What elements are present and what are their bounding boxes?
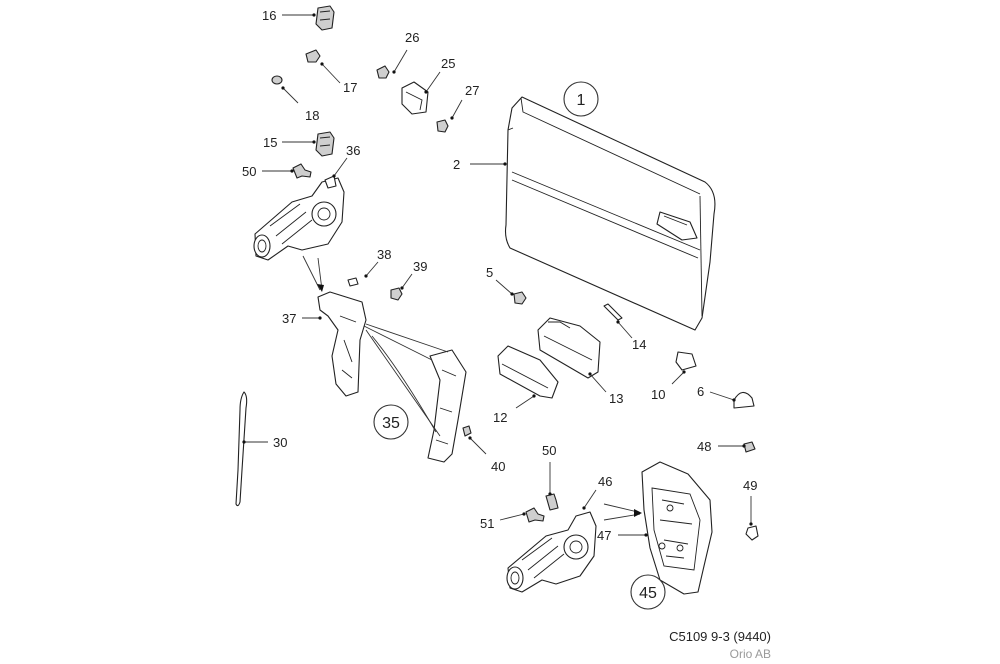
part-5-nut <box>513 291 527 305</box>
callout-25: 25 <box>441 56 455 71</box>
circled-ref-45: 45 <box>630 574 666 610</box>
leader-lines <box>242 13 753 537</box>
part-27-nut <box>436 119 449 133</box>
callout-50-upper: 50 <box>242 164 256 179</box>
callout-16: 16 <box>262 8 276 23</box>
callout-18: 18 <box>305 108 319 123</box>
part-25-bracket <box>401 81 429 115</box>
part-50-bolt-top <box>292 163 312 179</box>
part-26-bolt <box>376 65 390 79</box>
callout-30: 30 <box>273 435 287 450</box>
callout-40: 40 <box>491 459 505 474</box>
circled-ref-1-label: 1 <box>577 92 586 109</box>
diagram-code: C5109 9-3 (9440) <box>669 629 771 644</box>
callout-38: 38 <box>377 247 391 262</box>
callout-10: 10 <box>651 387 665 402</box>
callout-37: 37 <box>282 311 296 326</box>
callout-51: 51 <box>480 516 494 531</box>
window-motor-lower <box>506 493 597 593</box>
circled-ref-35: 35 <box>373 404 409 440</box>
callout-39: 39 <box>413 259 427 274</box>
part-17-screw <box>305 49 321 63</box>
callout-13: 13 <box>609 391 623 406</box>
callout-5: 5 <box>486 265 493 280</box>
callout-49: 49 <box>743 478 757 493</box>
door-module-45 <box>641 461 713 595</box>
callout-27: 27 <box>465 83 479 98</box>
callout-48: 48 <box>697 439 711 454</box>
part-14-pin <box>603 303 623 321</box>
callout-labels: 16 26 25 17 27 18 15 36 50 2 38 39 5 37 … <box>242 8 757 543</box>
circled-ref-1: 1 <box>563 81 599 117</box>
callout-46: 46 <box>598 474 612 489</box>
callout-17: 17 <box>343 80 357 95</box>
callout-12: 12 <box>493 410 507 425</box>
callout-14: 14 <box>632 337 646 352</box>
door-panel <box>504 96 716 331</box>
callout-15: 15 <box>263 135 277 150</box>
part-49-clip <box>745 525 759 541</box>
part-48-nut <box>743 441 756 453</box>
callout-50-lower: 50 <box>542 443 556 458</box>
window-regulator <box>317 277 472 463</box>
copyright-owner: Orio AB <box>729 647 771 661</box>
circled-ref-35-label: 35 <box>382 415 400 432</box>
callout-6: 6 <box>697 384 704 399</box>
callout-26: 26 <box>405 30 419 45</box>
circled-ref-45-label: 45 <box>639 585 657 602</box>
part-18-nut <box>271 75 283 85</box>
part-15-clip <box>315 131 335 157</box>
callout-36: 36 <box>346 143 360 158</box>
window-guide-rail-30 <box>235 391 248 507</box>
part-13-armrest <box>537 317 601 379</box>
part-12-trim <box>497 345 559 399</box>
part-10-clip <box>675 351 697 371</box>
callout-47: 47 <box>597 528 611 543</box>
part-6-cap <box>733 391 755 409</box>
part-16-clip <box>315 5 335 31</box>
callout-2: 2 <box>453 157 460 172</box>
window-motor-upper <box>253 175 345 261</box>
